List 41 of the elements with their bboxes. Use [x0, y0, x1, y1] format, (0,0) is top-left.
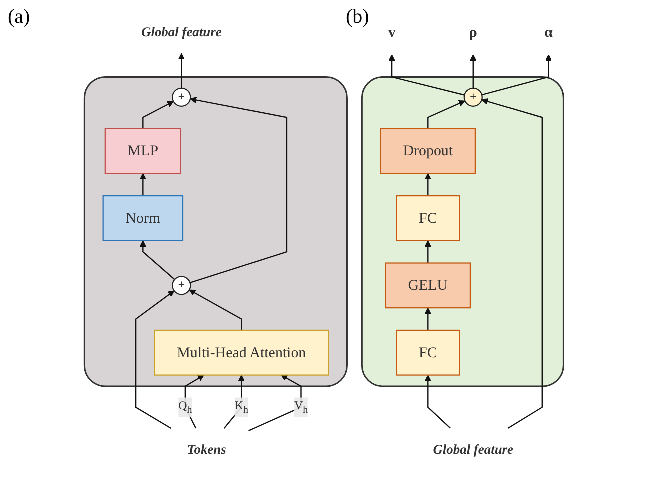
arrow — [424, 375, 451, 429]
node-text: ρ — [469, 24, 478, 41]
arrow — [470, 54, 477, 88]
node-text: α — [544, 24, 553, 41]
node-text: Global feature — [142, 24, 222, 40]
node-box: Multi-Head Attention — [154, 330, 330, 376]
edge-label: V$_{h}$ — [294, 400, 308, 416]
arrow — [189, 290, 242, 330]
arrow — [224, 375, 245, 429]
arrow — [135, 290, 175, 429]
node-text: Tokens — [187, 442, 226, 457]
arrow — [482, 54, 552, 96]
arrow — [190, 97, 288, 284]
cluster — [361, 76, 564, 388]
arrow — [140, 240, 176, 280]
node-circle: + — [464, 88, 483, 107]
edge-label: Q$_{h}$ — [178, 400, 192, 416]
edge-label: K$_{h}$ — [234, 400, 248, 416]
node-box: FC — [396, 330, 460, 376]
node-text: v — [388, 24, 396, 41]
node-box: GELU — [385, 262, 472, 309]
node-box: Dropout — [380, 128, 476, 174]
arrow — [140, 173, 146, 196]
panel-label: (a) — [8, 6, 30, 29]
arrow — [424, 308, 432, 330]
node-circle: + — [172, 88, 192, 107]
node-text: Global feature — [433, 442, 514, 457]
arrow — [424, 240, 432, 264]
arrow — [388, 54, 465, 96]
arrow — [424, 173, 432, 196]
panel-label: (b) — [346, 6, 370, 29]
arrow — [428, 100, 466, 129]
cluster — [84, 76, 348, 388]
arrow — [178, 53, 185, 88]
arrow — [248, 375, 302, 432]
arrow — [142, 101, 174, 129]
node-box: FC — [396, 195, 460, 242]
arrow — [482, 98, 543, 429]
node-box: Norm — [102, 195, 184, 242]
node-box: MLP — [104, 128, 182, 174]
node-circle: + — [172, 276, 192, 296]
